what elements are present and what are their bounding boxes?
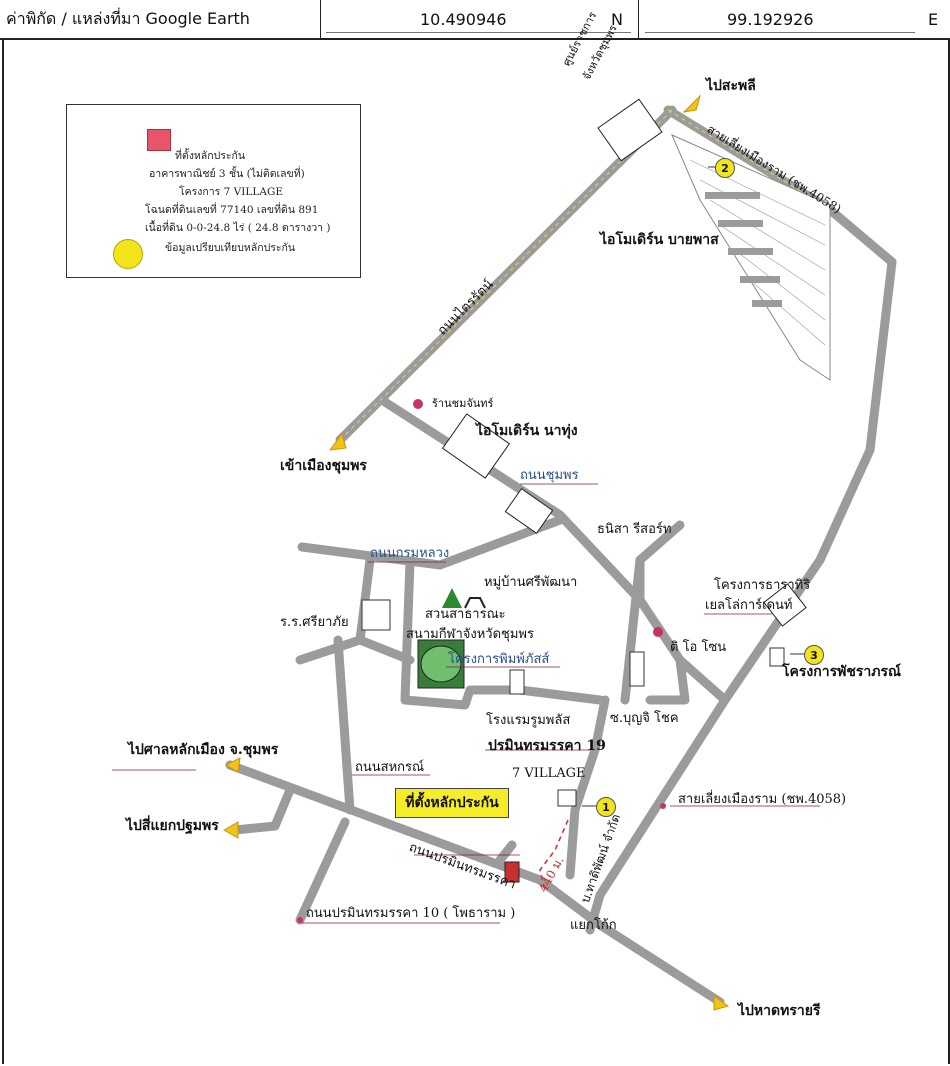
label-bypass-road: สายเลี่ยงเมืองราม (ชพ.4058) — [678, 792, 847, 807]
label-to-city-pillar: ไปศาลหลักเมือง จ.ชุมพร — [128, 742, 279, 758]
road-7eleven — [495, 840, 517, 865]
label-pacharaporn: โครงการพัชราภรณ์ — [782, 664, 901, 680]
arrow-to-beach — [713, 995, 730, 1011]
longitude-value: 99.192926 — [727, 9, 814, 29]
label-sahakorn-road: ถนนสหกรณ์ — [355, 760, 425, 775]
road-bypass — [585, 203, 897, 935]
label-to-sapli: ไปสะพลี — [706, 78, 756, 94]
label-to-pathomphon: ไปสี่แยกปฐมพร — [126, 818, 219, 834]
comparable-dot-icon — [113, 239, 143, 269]
label-sriyapai-school: ร.ร.ศรียาภัย — [280, 615, 349, 630]
road-sahakorn — [333, 635, 355, 815]
legend-line6: ข้อมูลเปรียบเทียบหลักประกัน — [165, 242, 296, 254]
label-to-sai-ree-beach: ไปหาดทรายรี — [738, 1003, 821, 1019]
label-hotel-plus: โรงแรมรูมพลัส — [486, 713, 571, 728]
road-paramin10 — [295, 817, 350, 925]
label-public-park: สวนสาธารณะ — [425, 607, 506, 622]
label-paramin-10: ถนนปรมินทรมรรคา 10 ( โพธาราม ) — [306, 906, 516, 921]
legend-line2: อาคารพาณิชย์ 3 ชั้น (ไม่ติดเลขที่) — [149, 168, 305, 180]
coordinates-header: ค่าพิกัด / แหล่งที่มา Google Earth 10.49… — [0, 0, 950, 40]
label-chumphon-road: ถนนชุมพร — [520, 468, 579, 483]
label-to-chumphon-city: เข้าเมืองชุมพร — [280, 458, 367, 474]
label-thanisa-resort: ธนิสา รีสอร์ท — [597, 522, 672, 537]
label-yaek-ko: แยกโก้ก — [570, 918, 617, 933]
longitude-direction: E — [928, 9, 939, 29]
legend-line4: โฉนดที่ดินเลขที่ 77140 เลขที่ดิน 891 — [145, 204, 319, 216]
road-soi19 — [565, 695, 610, 880]
label-homepro-bypass: ไอโมเดิร์น บายพาส — [600, 232, 719, 248]
arrow-to-pathomphon — [222, 821, 239, 839]
road-left-1 — [355, 635, 415, 665]
label-tharathip: โครงการธาราทิริ — [714, 578, 811, 593]
label-krommaluang-road: ถนนกรมหลวง — [370, 546, 450, 561]
label-stadium: สนามกีฬาจังหวัดชุมพร — [406, 627, 534, 642]
road-krommaluang — [297, 515, 565, 570]
arrow-to-sapli — [682, 94, 702, 113]
coord-source-label: ค่าพิกัด / แหล่งที่มา Google Earth — [6, 8, 250, 28]
marker-3: 3 — [804, 645, 824, 665]
label-sri-pattana: หมู่บ้านศรีพัฒนา — [484, 575, 578, 590]
label-shop: ร้านชมจันทร์ — [432, 397, 494, 410]
label-yellow-garden: เยลโล่การ์เดนท์ — [705, 598, 793, 613]
marker-2: 2 — [715, 158, 735, 178]
road-tee-ok-2 — [620, 555, 645, 705]
arrow-to-city — [328, 432, 347, 451]
road-bypass-top — [663, 105, 833, 213]
label-pimpolsat: โครงการพิมพ์ภัสส์ — [448, 652, 550, 667]
latitude-direction: N — [611, 9, 623, 29]
map-frame — [2, 40, 950, 1064]
marker-1: 1 — [596, 797, 616, 817]
legend-line1: ที่ตั้งหลักประกัน — [175, 150, 246, 162]
road-pathomphon — [230, 785, 295, 835]
road-boonchok — [645, 655, 690, 705]
arrow-to-pillar — [224, 757, 241, 773]
legend-box: ที่ตั้งหลักประกัน อาคารพาณิชย์ 3 ชั้น (ไ… — [66, 104, 361, 278]
label-paramin-19: ปรมินทรมรรคา 19 — [488, 738, 606, 754]
label-soi-boonchok: ซ.บุญจิ โชค — [610, 711, 679, 726]
legend-line3: โครงการ 7 VILLAGE — [179, 186, 283, 198]
legend-line5: เนื้อที่ดิน 0-0-24.8 ไร่ ( 24.8 ตารางวา … — [145, 222, 331, 234]
road-paramin — [225, 760, 725, 1007]
road-stadium — [400, 557, 605, 710]
label-homepro-nathung: ไอโมเดิร์น นาทุ่ง — [476, 423, 578, 439]
latitude-value: 10.490946 — [420, 9, 507, 29]
collateral-square-icon — [147, 129, 171, 151]
collateral-site-label: ที่ตั้งหลักประกัน — [395, 788, 509, 818]
bypass-land-plots — [671, 134, 831, 381]
label-7-village: 7 VILLAGE — [512, 766, 586, 781]
label-tee-ok: ติ โอ โซน — [670, 640, 727, 655]
